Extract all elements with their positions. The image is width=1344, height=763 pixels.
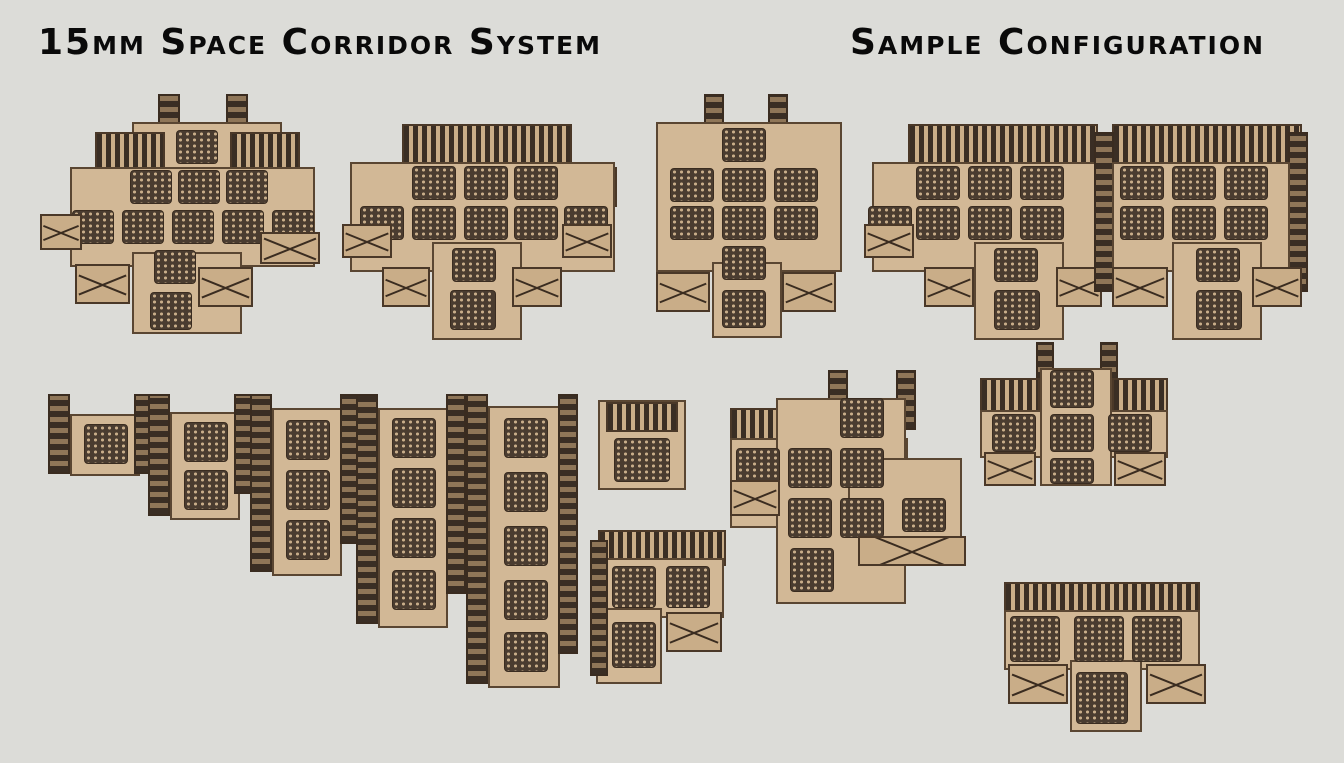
straight-1-piece	[44, 392, 156, 482]
t-junction-closed-piece	[1092, 122, 1312, 342]
straight-3-piece	[246, 392, 362, 580]
t-junction-right-piece	[864, 122, 1104, 342]
straight-4-piece	[352, 392, 468, 632]
cross-small-piece	[976, 340, 1172, 490]
straight-5-piece	[462, 392, 580, 692]
cross-junction-piece	[40, 92, 320, 342]
straight-2-piece	[144, 392, 254, 524]
t-junction-wide-piece	[342, 122, 617, 342]
t-junction-small-piece	[998, 580, 1214, 736]
corner-large-piece	[728, 368, 968, 608]
title-left: 15mm Space Corridor System	[38, 22, 602, 63]
title-right: Sample Configuration	[850, 22, 1266, 63]
corner-piece	[588, 528, 728, 688]
dead-end-piece	[596, 398, 690, 492]
t-junction-enclosed-piece	[652, 92, 852, 342]
